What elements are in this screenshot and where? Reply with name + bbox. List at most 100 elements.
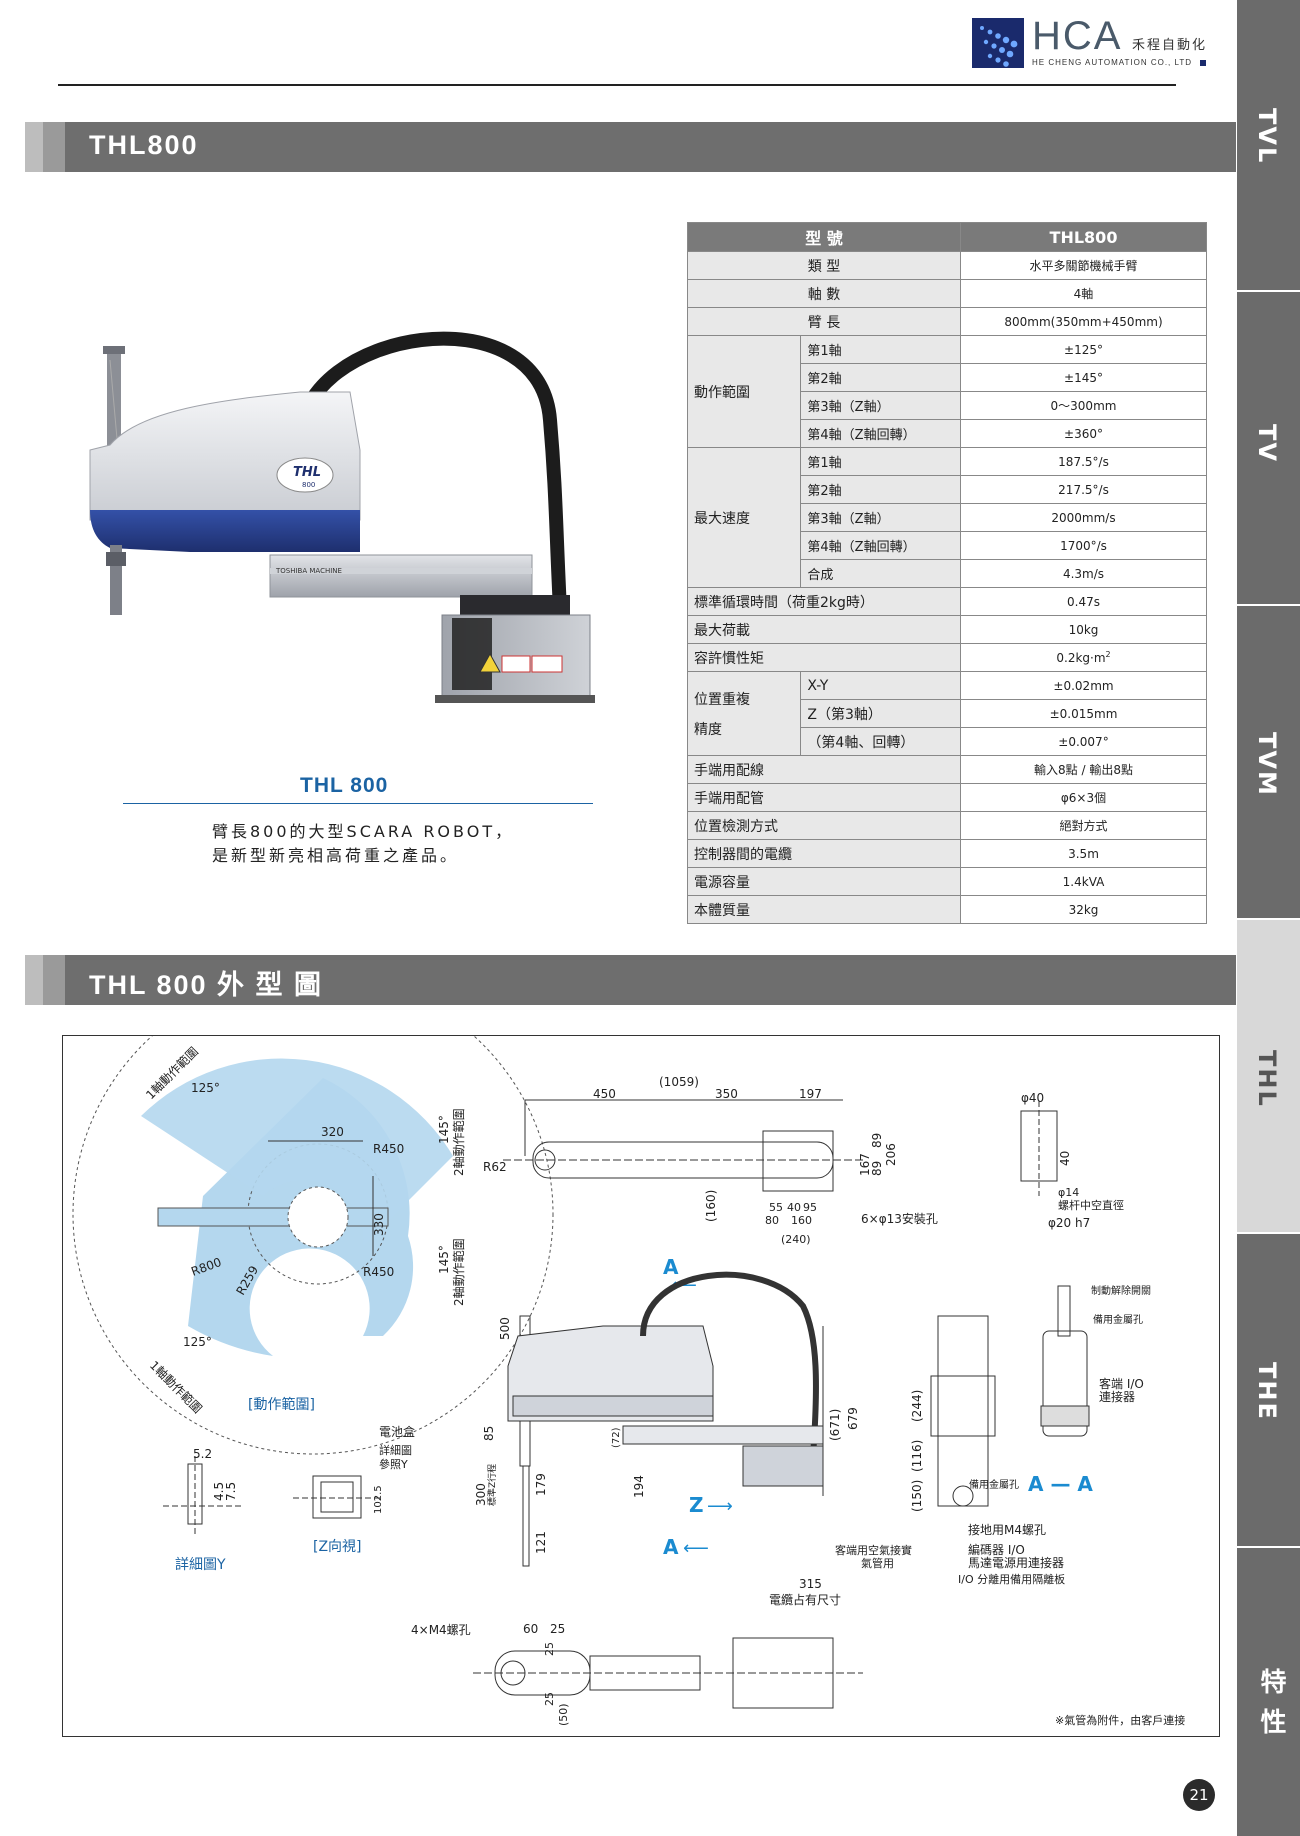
caption-line-1: 臂長800的大型SCARA ROBOT， bbox=[212, 822, 515, 841]
spec-tail-value: 32kg bbox=[960, 895, 1207, 924]
spec-speed-group: 最大速度 bbox=[686, 447, 802, 588]
section-arrow-label: A bbox=[663, 1255, 679, 1279]
spec-payload-value: 10kg bbox=[960, 615, 1207, 644]
range-label: 145° bbox=[437, 1245, 451, 1274]
spec-range-label: 第3軸（Z軸） bbox=[800, 391, 961, 420]
side-dim: (244) bbox=[910, 1390, 924, 1422]
spec-cycle-label: 標準循環時間（荷重2kg時） bbox=[687, 587, 961, 616]
bottom-dim: 60 bbox=[523, 1622, 538, 1636]
work-range-diagram bbox=[72, 973, 554, 1455]
section-title: THL 800 外 型 圖 bbox=[89, 970, 324, 1000]
top-dim: 80 bbox=[765, 1214, 779, 1227]
drawing-frame: 1軸動作範圍 125° 125° 1軸動作範圍 2軸動作範圍 145° 145°… bbox=[62, 973, 1220, 1737]
customer-air-label: 客端用空氣接實 bbox=[835, 1543, 912, 1557]
section-bar-outline: THL 800 外 型 圖 bbox=[25, 955, 1236, 1005]
spec-repeat-group: 位置重複精度 bbox=[686, 671, 802, 756]
top-view-diagram bbox=[503, 1099, 863, 1192]
side-dim: (116) bbox=[910, 1440, 924, 1472]
bottom-hole-label: 4×M4螺孔 bbox=[411, 1623, 471, 1637]
arm-label: TOSHIBA MACHINE bbox=[275, 567, 342, 575]
range-label: 2軸動作範圍 bbox=[451, 1238, 466, 1306]
bottom-dim: 25 bbox=[550, 1622, 565, 1636]
spec-inertia-label: 容許慣性矩 bbox=[687, 643, 961, 672]
spec-header-value: THL800 bbox=[960, 222, 1207, 252]
side-tab-the[interactable]: THE bbox=[1237, 1234, 1300, 1546]
spec-tail-label: 電源容量 bbox=[687, 867, 961, 896]
spec-inertia-sup: 2 bbox=[1105, 650, 1111, 659]
spec-inertia-cell: 0.2kg·m2 bbox=[960, 643, 1207, 672]
spec-range-value: ±125° bbox=[960, 335, 1207, 364]
spec-speed-value: 217.5°/s bbox=[960, 475, 1207, 504]
top-dim: 206 bbox=[884, 1143, 898, 1166]
spec-repeat-group-2: 精度 bbox=[694, 721, 722, 738]
spec-range-label: 第1軸 bbox=[800, 335, 961, 364]
side-tab-tvm[interactable]: TVM bbox=[1237, 606, 1300, 918]
logo-english: HE CHENG AUTOMATION CO., LTD bbox=[1032, 58, 1193, 67]
bottom-dim: 25 bbox=[543, 1642, 556, 1656]
detail-dim2: 102.5 bbox=[373, 1485, 384, 1514]
side-dim: 194 bbox=[632, 1475, 646, 1498]
phi20-label: φ20 h7 bbox=[1048, 1216, 1090, 1230]
top-dim: 40 bbox=[787, 1201, 801, 1214]
bottom-dim: 25 bbox=[543, 1692, 556, 1706]
spec-speed-label: 第1軸 bbox=[800, 447, 961, 476]
connector-label: 連接器 bbox=[1099, 1389, 1135, 1404]
side-tab-label: TVM bbox=[1253, 732, 1281, 797]
top-dim: 167 bbox=[858, 1153, 872, 1176]
range-label: 2軸動作範圍 bbox=[451, 1108, 466, 1176]
spec-tail-label: 本體質量 bbox=[687, 895, 961, 924]
spec-table: 型 號 THL800 類 型 水平多關節機械手臂 軸 數 4軸 臂 長 800m… bbox=[686, 222, 1207, 924]
spec-tail-value: 1.4kVA bbox=[960, 867, 1207, 896]
side-dim: 179 bbox=[534, 1473, 548, 1496]
side-dim: 500 bbox=[498, 1317, 512, 1340]
logo-square-icon bbox=[1200, 60, 1206, 66]
spec-speed-label: 第4軸（Z軸回轉） bbox=[800, 531, 961, 560]
encoder-io-label: 編碼器 I/O bbox=[968, 1542, 1025, 1557]
section-arrow-label: A bbox=[663, 1535, 679, 1559]
detail-dim: 5.2 bbox=[193, 1447, 212, 1461]
cable-label: 電纜占有尺寸 bbox=[769, 1592, 841, 1607]
cable-dim: 315 bbox=[799, 1577, 822, 1591]
shaft-detail-diagram bbox=[1020, 1101, 1058, 1196]
spec-arm-value: 800mm(350mm+450mm) bbox=[960, 307, 1207, 336]
top-dim: 160 bbox=[791, 1214, 812, 1227]
air-pipe-label: 氣管用 bbox=[861, 1556, 894, 1570]
top-dim: 450 bbox=[593, 1087, 616, 1101]
side-dim: 679 bbox=[846, 1407, 860, 1430]
z-view-caption: [Z向視] bbox=[313, 1539, 362, 1555]
spec-repeat-group-1: 位置重複 bbox=[694, 691, 750, 708]
spec-repeat-value: ±0.02mm bbox=[960, 671, 1207, 700]
z-arrow-label: Z bbox=[689, 1493, 704, 1517]
spec-range-label: 第2軸 bbox=[800, 363, 961, 392]
motor-connector-label: 馬達電源用連接器 bbox=[968, 1555, 1064, 1570]
top-dim: 89 bbox=[870, 1133, 884, 1148]
client-io-label: 客端 I/O bbox=[1099, 1376, 1144, 1391]
side-tab-tvl[interactable]: TVL bbox=[1237, 0, 1300, 290]
robot-illustration: THL 800 TOSHIBA MACHINE bbox=[70, 320, 610, 720]
top-dim: 89 bbox=[870, 1161, 884, 1176]
spec-arm-label: 臂 長 bbox=[687, 307, 961, 336]
side-dim: 121 bbox=[534, 1531, 548, 1554]
spec-range-group: 動作範圍 bbox=[686, 335, 802, 448]
range-dim: 320 bbox=[321, 1125, 344, 1139]
section-aa-label: A — A bbox=[1028, 1472, 1093, 1496]
spec-axes-label: 軸 數 bbox=[687, 279, 961, 308]
spec-speed-value: 187.5°/s bbox=[960, 447, 1207, 476]
spec-speed-value: 4.3m/s bbox=[960, 559, 1207, 588]
range-dim: R450 bbox=[373, 1142, 404, 1156]
side-tab-tv[interactable]: TV bbox=[1237, 292, 1300, 604]
mounting-holes-label: 6×φ13安裝孔 bbox=[861, 1211, 938, 1226]
section-title: THL800 bbox=[89, 130, 199, 160]
top-dim: (1059) bbox=[659, 1075, 699, 1089]
side-tab-thl[interactable]: THL bbox=[1237, 920, 1300, 1232]
spec-payload-label: 最大荷載 bbox=[687, 615, 961, 644]
ground-hole-label: 接地用M4螺孔 bbox=[968, 1522, 1046, 1537]
side-tab-features[interactable]: 特性 bbox=[1237, 1548, 1300, 1836]
top-dim: 95 bbox=[803, 1201, 817, 1214]
bottom-dim: (50) bbox=[557, 1703, 570, 1726]
logo-text: HCA bbox=[1032, 14, 1123, 58]
spec-tail-value: 絕對方式 bbox=[960, 811, 1207, 840]
header-rule bbox=[58, 84, 1176, 86]
aa-section-diagram bbox=[1040, 1285, 1090, 1437]
caption-rule bbox=[123, 803, 593, 804]
